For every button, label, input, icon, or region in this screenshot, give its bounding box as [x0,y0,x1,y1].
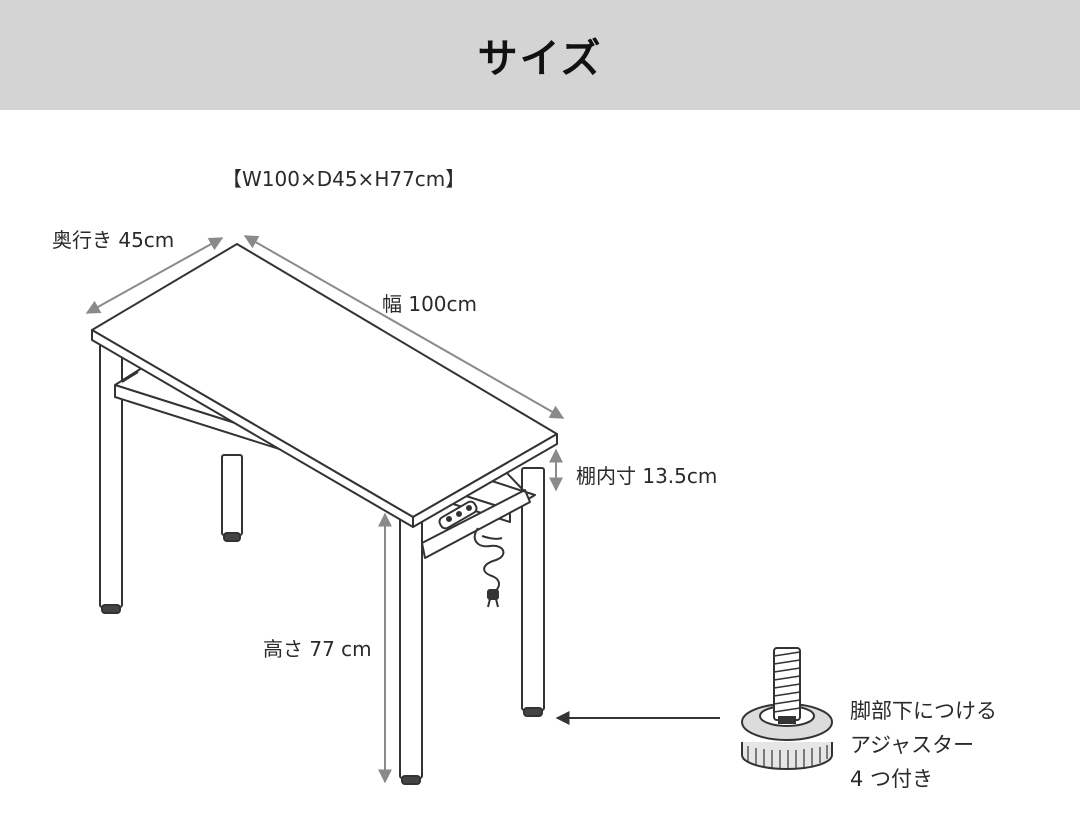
adjuster-label-line2: アジャスター [850,733,975,757]
title-band: サイズ [0,0,1080,110]
page-title: サイズ [477,36,603,82]
power-outlet [438,500,478,530]
back-left-leg [221,454,243,542]
front-right-leg [399,509,423,785]
table-top [91,243,558,528]
shelf-height-label: 棚内寸 13.5cm [576,464,718,488]
front-left-leg [99,341,123,614]
width-arrow [243,235,565,419]
dimensions-summary: 【W100×D45×H77cm】 [222,167,466,191]
back-right-leg [521,467,545,717]
adjuster-label-line3: 4 つ付き [850,767,934,791]
depth-arrow [85,237,224,314]
plug-icon [487,589,499,608]
adjuster-label-line1: 脚部下につける [850,699,997,723]
power-cord [473,527,505,593]
adjuster-icon [741,647,833,770]
height-label: 高さ 77 cm [263,637,372,661]
